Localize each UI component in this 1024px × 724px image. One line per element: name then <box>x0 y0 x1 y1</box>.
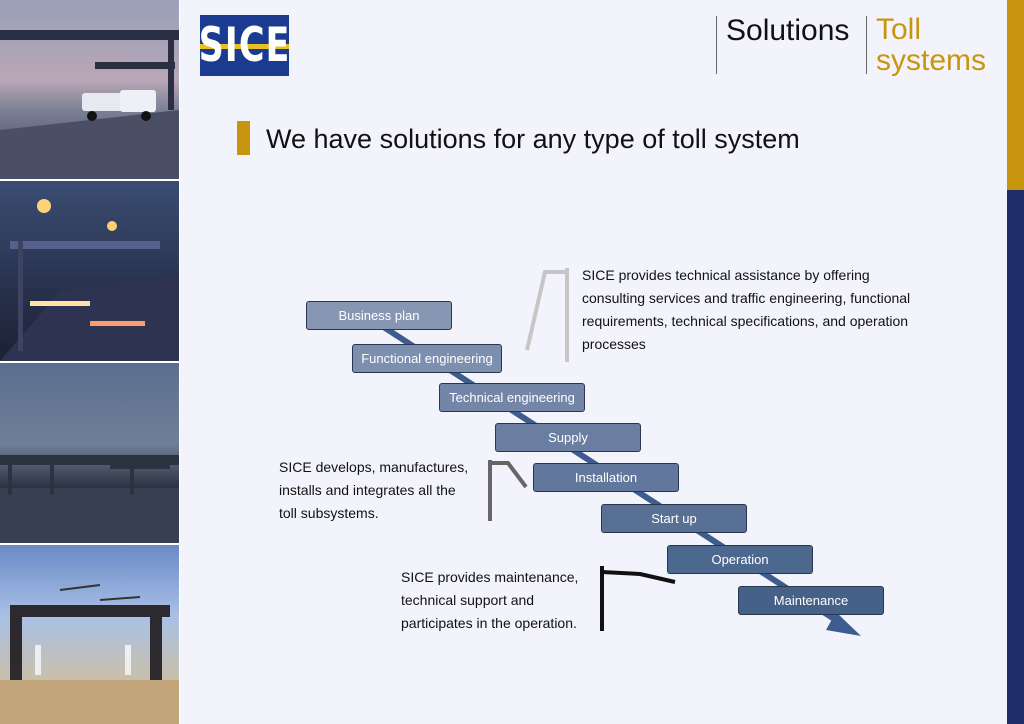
step-maintenance: Maintenance <box>738 586 884 615</box>
header-divider <box>716 16 717 74</box>
toll-gantry-photo-2 <box>0 181 179 361</box>
toll-gantry-photo-4 <box>0 545 179 724</box>
bracket-supply <box>490 461 528 489</box>
step-installation: Installation <box>533 463 679 492</box>
toll-gantry-photo-3 <box>0 363 179 543</box>
step-technical-engineering: Technical engineering <box>439 383 585 412</box>
right-accent-bar <box>1007 0 1024 724</box>
photo-strip <box>0 0 180 724</box>
section-label: Solutions <box>726 14 850 47</box>
step-start-up: Start up <box>601 504 747 533</box>
process-arrow-head <box>826 612 861 636</box>
header-divider <box>866 16 867 74</box>
page-title: We have solutions for any type of toll s… <box>266 124 800 154</box>
toll-gantry-photo-1 <box>0 0 179 179</box>
title-marker <box>237 121 250 155</box>
sice-logo: SICE <box>200 15 289 76</box>
bracket-engineering <box>525 270 567 351</box>
subsection-label: Toll systems <box>876 13 987 77</box>
supply-description: SICE develops, manufactures, installs an… <box>279 459 469 521</box>
step-business-plan: Business plan <box>306 301 452 330</box>
bracket-operation <box>601 570 676 584</box>
step-functional-engineering: Functional engineering <box>352 344 502 373</box>
step-supply: Supply <box>495 423 641 452</box>
step-operation: Operation <box>667 545 813 574</box>
operation-description: SICE provides maintenance, technical sup… <box>401 569 579 631</box>
engineering-description: SICE provides technical assistance by of… <box>582 267 911 352</box>
